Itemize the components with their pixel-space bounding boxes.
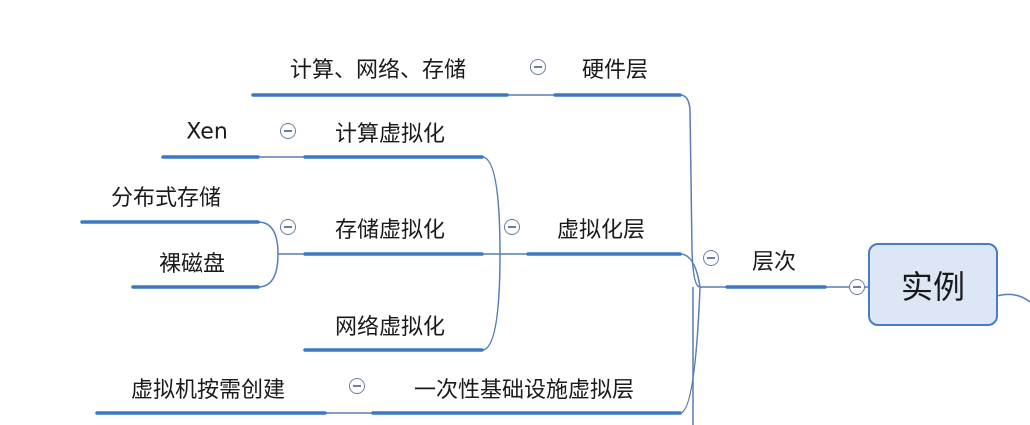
node-jisuan-xuni[interactable]: 计算虚拟化 [334,122,446,147]
connector-root-right [993,293,1030,303]
connector-xuniceng-children [481,156,528,351]
collapse-cengci-icon[interactable] [703,250,719,266]
collapse-yingjian-icon[interactable] [530,59,546,75]
collapse-root-icon[interactable] [849,279,865,295]
connector-cengci-xuniceng [679,253,701,288]
collapse-xuniceng-icon[interactable] [504,219,520,235]
node-fenbushi[interactable]: 分布式存储 [110,186,222,211]
connector-cengci-yingjian [679,94,727,288]
node-cunchu-xuni[interactable]: 存储虚拟化 [334,218,446,243]
node-luocipan[interactable]: 裸磁盘 [158,252,226,277]
node-xuniceng[interactable]: 虚拟化层 [556,218,646,243]
collapse-yicixing-icon[interactable] [349,378,365,394]
node-xen[interactable]: Xen [186,119,228,145]
node-xuniji-anxu[interactable]: 虚拟机按需创建 [130,378,286,403]
node-wangluo-xuni[interactable]: 网络虚拟化 [334,315,446,340]
root-node[interactable]: 实例 [868,243,998,326]
connector-cengci-yicixing [679,286,701,414]
collapse-jisuan-xuni-icon[interactable] [280,123,296,139]
collapse-cunchu-xuni-icon[interactable] [280,219,296,235]
node-yingjian[interactable]: 硬件层 [581,58,649,83]
node-jisuan-wangluo-cunchu[interactable]: 计算、网络、存储 [289,58,467,83]
node-cengci[interactable]: 层次 [751,250,797,275]
connector-cunchu-children [257,221,305,288]
node-yicixing[interactable]: 一次性基础设施虚拟层 [413,378,635,403]
